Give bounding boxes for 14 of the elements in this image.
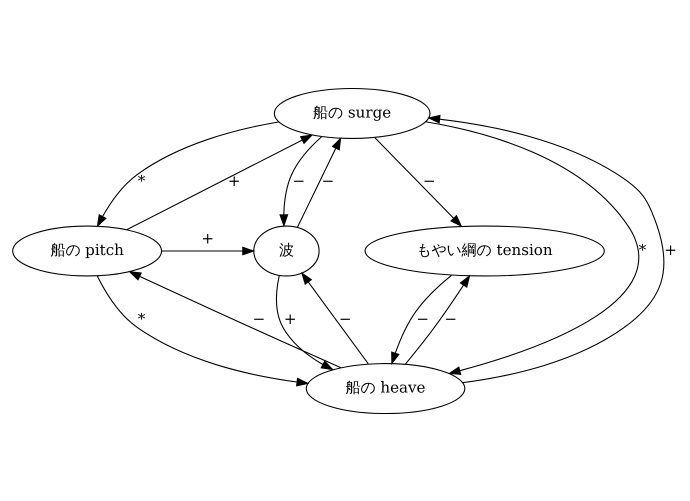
edge-label: − (416, 309, 430, 328)
edge-label: + (201, 229, 214, 248)
edge-label: − (292, 172, 306, 190)
edge-label: + (228, 172, 241, 190)
edge-label: − (422, 172, 436, 190)
edge-label: + (664, 240, 677, 258)
edge-label: − (322, 172, 334, 190)
edge-label: − (444, 309, 458, 328)
edge-label: * (138, 172, 146, 190)
edge-label: − (252, 309, 266, 328)
edge-label: * (138, 309, 146, 328)
edge-label: − (338, 309, 352, 328)
edge-label: * (638, 240, 646, 258)
edge-label: + (284, 309, 297, 328)
